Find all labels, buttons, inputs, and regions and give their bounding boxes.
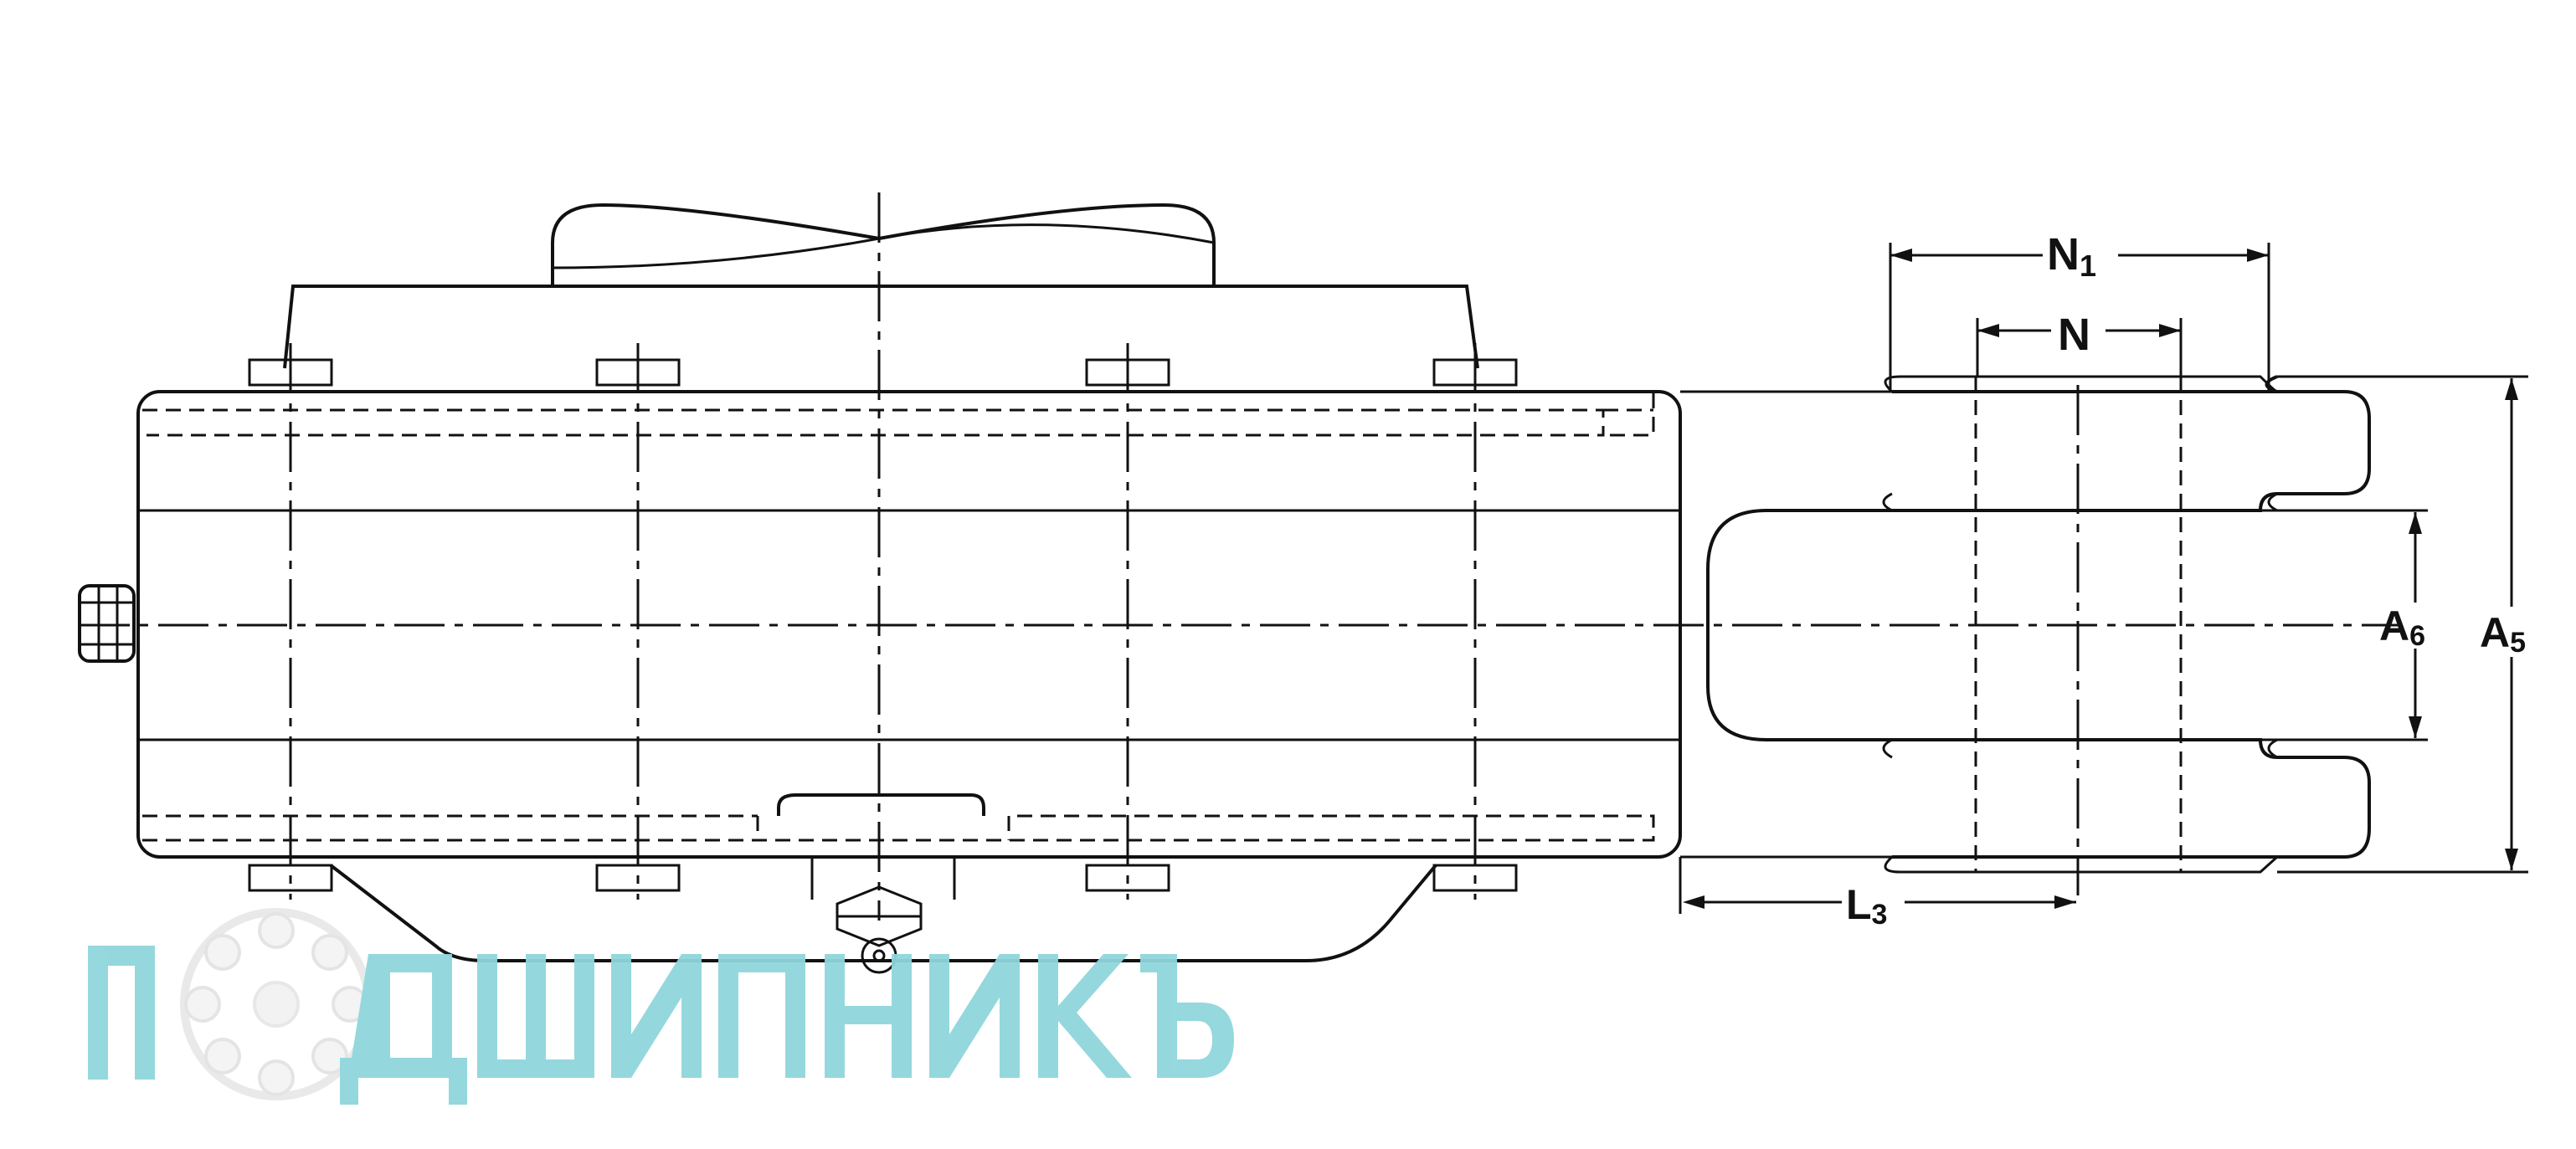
dimension-n1	[1889, 243, 2270, 392]
dimension-a5	[2277, 375, 2528, 874]
bearing-unit	[1680, 375, 2428, 874]
bottom-guide	[329, 793, 1437, 962]
label-l3: L3	[1846, 881, 1887, 931]
label-n: N	[2058, 310, 2090, 360]
vertical-centerlines	[289, 192, 2080, 921]
bottom-bolts	[248, 864, 1518, 892]
dimension-l3	[1679, 857, 2076, 914]
label-a5: A5	[2480, 609, 2526, 659]
top-cover	[283, 203, 1479, 369]
watermark-logo	[88, 908, 1234, 1105]
dimension-a6	[2409, 512, 2422, 738]
label-n1: N1	[2047, 229, 2096, 283]
top-bolts	[248, 358, 1518, 387]
label-a6: A6	[2379, 603, 2425, 652]
watermark-lettering	[88, 946, 1234, 1105]
grease-fitting-left	[78, 584, 136, 663]
housing-body	[136, 390, 1682, 859]
dimension-n	[1976, 318, 2183, 377]
